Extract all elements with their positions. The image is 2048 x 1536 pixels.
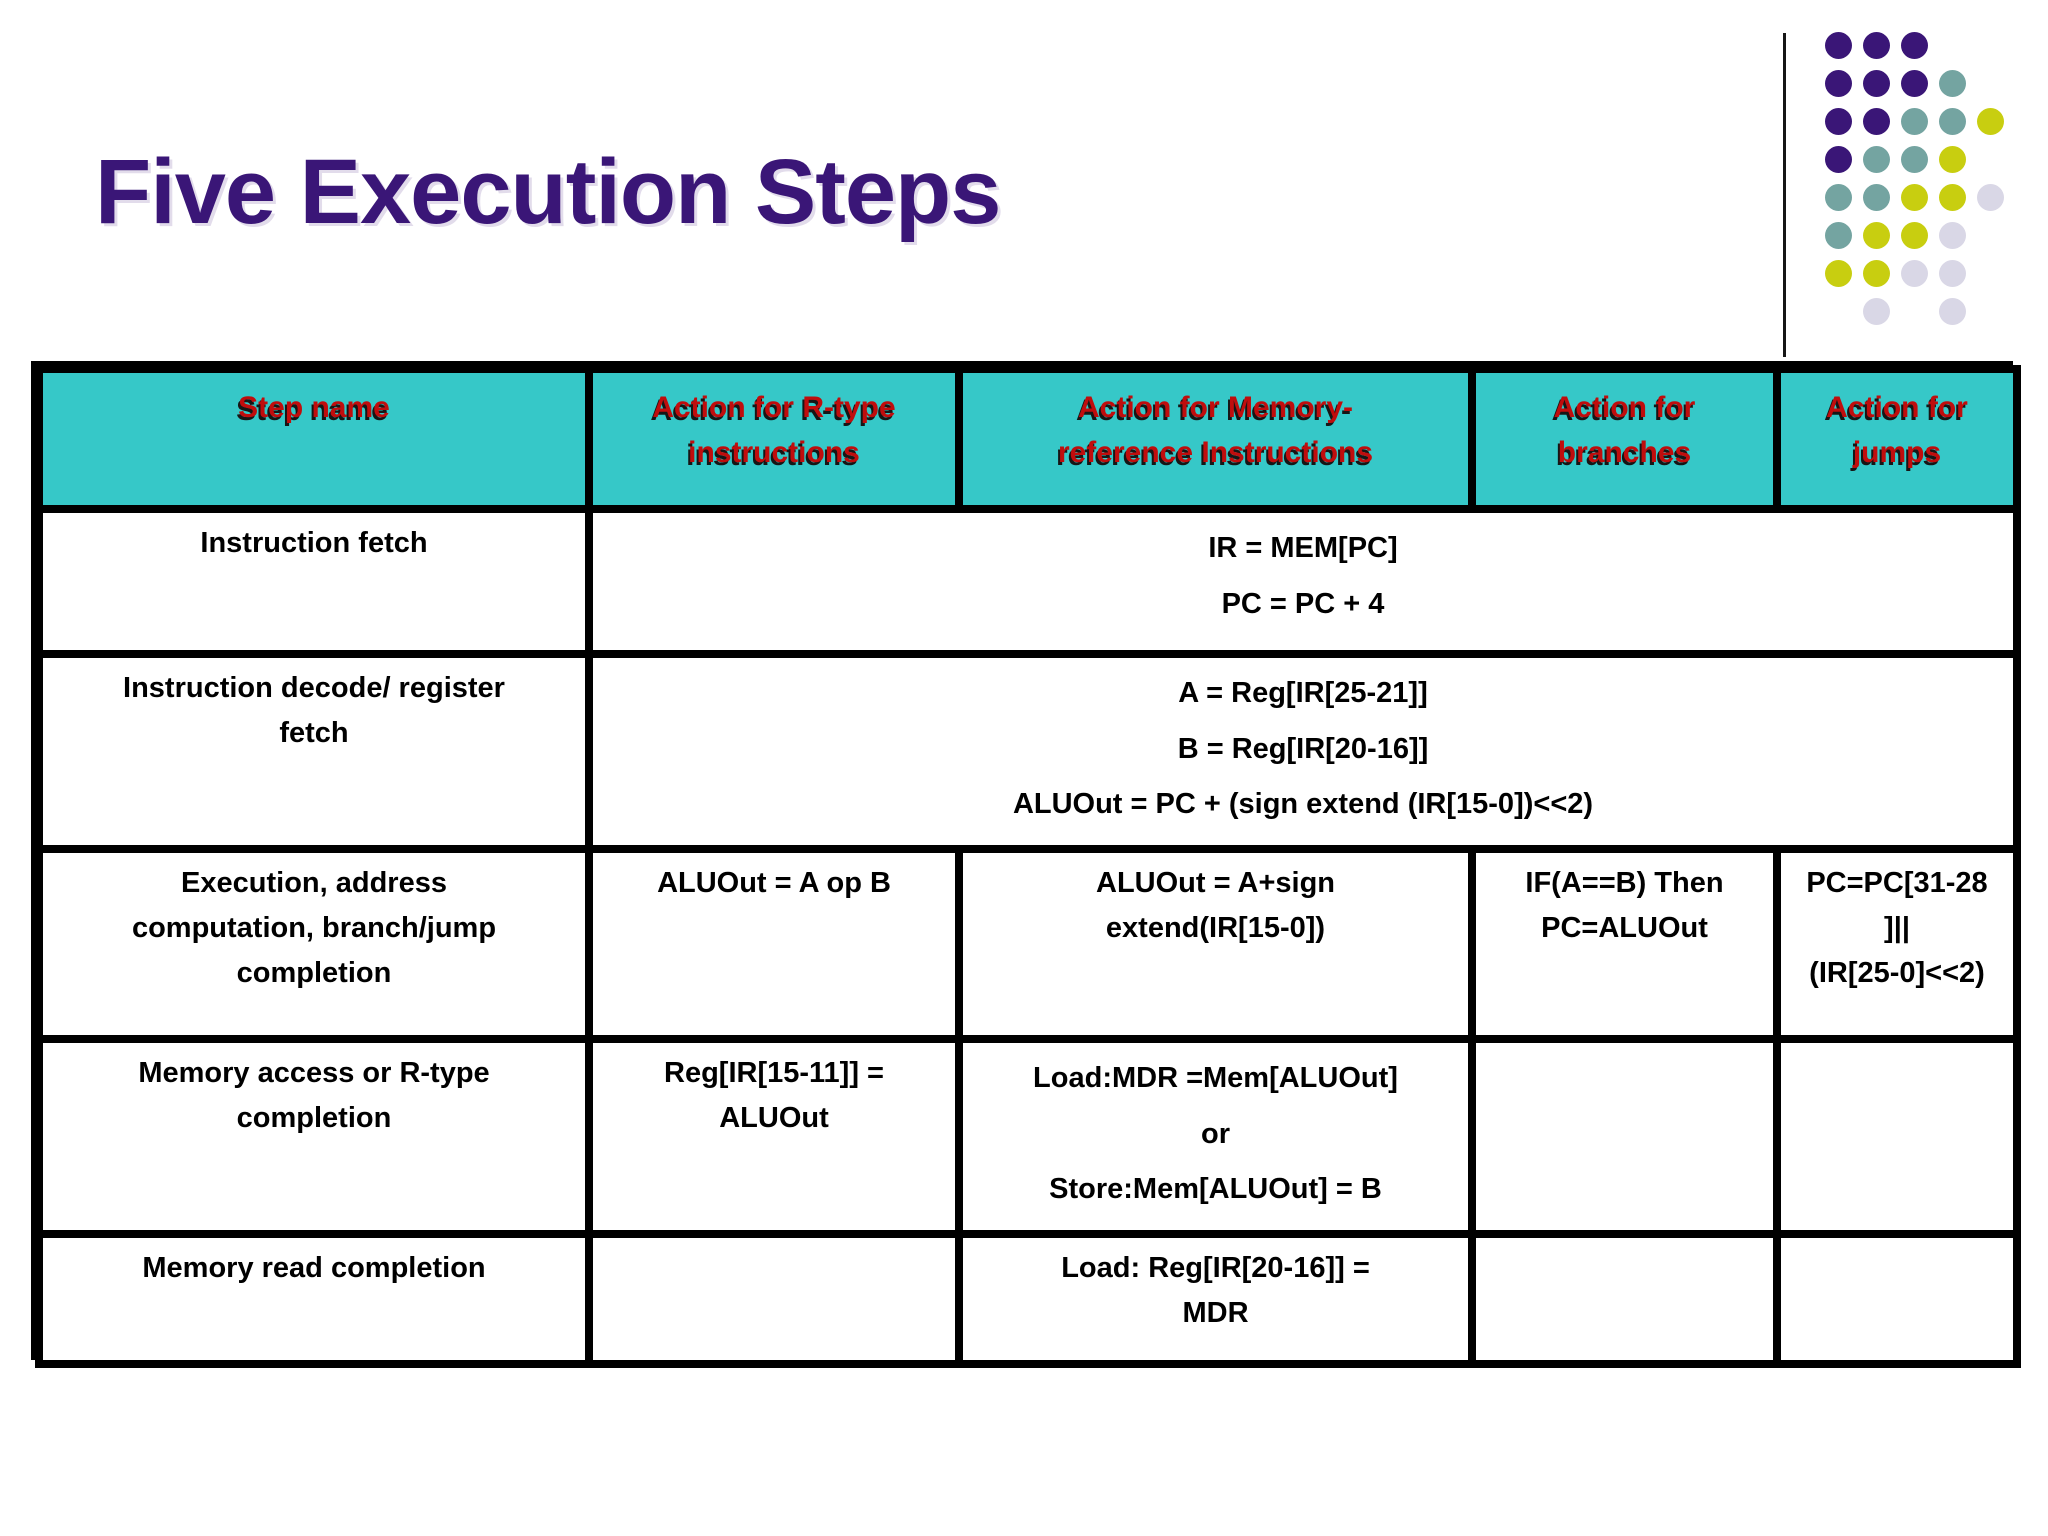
purple-dot (1824, 31, 1852, 59)
lavender-dot (1862, 297, 1890, 325)
cell-step-name: Memory access or R-type completion (35, 1035, 593, 1238)
yellow-dot (1976, 107, 2004, 135)
cell-action-jumps: PC=PC[31-28 ]|| (IR[25-0]<<2) (1773, 845, 2021, 1043)
lavender-dot (1938, 259, 1966, 287)
teal-dot (1862, 145, 1890, 173)
cell-action-branches (1468, 1035, 1781, 1238)
yellow-dot (1900, 221, 1928, 249)
lavender-dot (1938, 221, 1966, 249)
cell-action-rtype: ALUOut = A op B (585, 845, 963, 1043)
cell-action-jumps (1773, 1230, 2021, 1368)
col-header-jumps: Action for jumps (1773, 365, 2021, 513)
decoration-vertical-line (1783, 33, 1786, 357)
teal-dot (1824, 221, 1852, 249)
cell-step-name: Execution, address computation, branch/j… (35, 845, 593, 1043)
lavender-dot (1900, 259, 1928, 287)
yellow-dot (1824, 259, 1852, 287)
cell-action-jumps (1773, 1035, 2021, 1238)
teal-dot (1862, 183, 1890, 211)
teal-dot (1900, 145, 1928, 173)
cell-action-rtype (585, 1230, 963, 1368)
purple-dot (1900, 69, 1928, 97)
cell-step-name: Instruction decode/ register fetch (35, 650, 593, 853)
table-row-memory-read-completion: Memory read completion Load: Reg[IR[20-1… (35, 1230, 2021, 1368)
cell-action-memory: Load: Reg[IR[20-16]] = MDR (955, 1230, 1476, 1368)
yellow-dot (1862, 259, 1890, 287)
yellow-dot (1938, 183, 1966, 211)
purple-dot (1862, 31, 1890, 59)
cell-step-name: Instruction fetch (35, 505, 593, 658)
col-header-rtype: Action for R-type instructions (585, 365, 963, 513)
teal-dot (1824, 183, 1852, 211)
cell-action-all-instructions: IR = MEM[PC] PC = PC + 4 (585, 505, 2021, 658)
purple-dot (1824, 69, 1852, 97)
cell-action-branches: IF(A==B) Then PC=ALUOut (1468, 845, 1781, 1043)
execution-steps-table: Step name Action for R-type instructions… (35, 365, 2021, 1368)
purple-dot (1862, 107, 1890, 135)
cell-action-branches (1468, 1230, 1781, 1368)
lavender-dot (1976, 183, 2004, 211)
table-row-memory-access: Memory access or R-type completion Reg[I… (35, 1035, 2021, 1238)
purple-dot (1862, 69, 1890, 97)
col-header-memory-reference: Action for Memory- reference Instruction… (955, 365, 1476, 513)
table-header-row: Step name Action for R-type instructions… (35, 365, 2021, 513)
cell-action-rtype: Reg[IR[15-11]] = ALUOut (585, 1035, 963, 1238)
teal-dot (1900, 107, 1928, 135)
purple-dot (1824, 107, 1852, 135)
yellow-dot (1862, 221, 1890, 249)
cell-action-memory: ALUOut = A+sign extend(IR[15-0]) (955, 845, 1476, 1043)
col-header-branches: Action for branches (1468, 365, 1781, 513)
slide-title: Five Execution Steps (95, 141, 1001, 243)
dot-grid-decoration (1819, 26, 2009, 330)
cell-step-name: Memory read completion (35, 1230, 593, 1368)
teal-dot (1938, 107, 1966, 135)
table-row-instruction-decode: Instruction decode/ register fetch A = R… (35, 650, 2021, 853)
table-row-instruction-fetch: Instruction fetch IR = MEM[PC] PC = PC +… (35, 505, 2021, 658)
teal-dot (1938, 69, 1966, 97)
table-row-execution: Execution, address computation, branch/j… (35, 845, 2021, 1043)
cell-action-memory: Load:MDR =Mem[ALUOut] or Store:Mem[ALUOu… (955, 1035, 1476, 1238)
yellow-dot (1938, 145, 1966, 173)
lavender-dot (1938, 297, 1966, 325)
col-header-step-name: Step name (35, 365, 593, 513)
cell-action-all-instructions: A = Reg[IR[25-21]] B = Reg[IR[20-16]] AL… (585, 650, 2021, 853)
yellow-dot (1900, 183, 1928, 211)
purple-dot (1900, 31, 1928, 59)
purple-dot (1824, 145, 1852, 173)
